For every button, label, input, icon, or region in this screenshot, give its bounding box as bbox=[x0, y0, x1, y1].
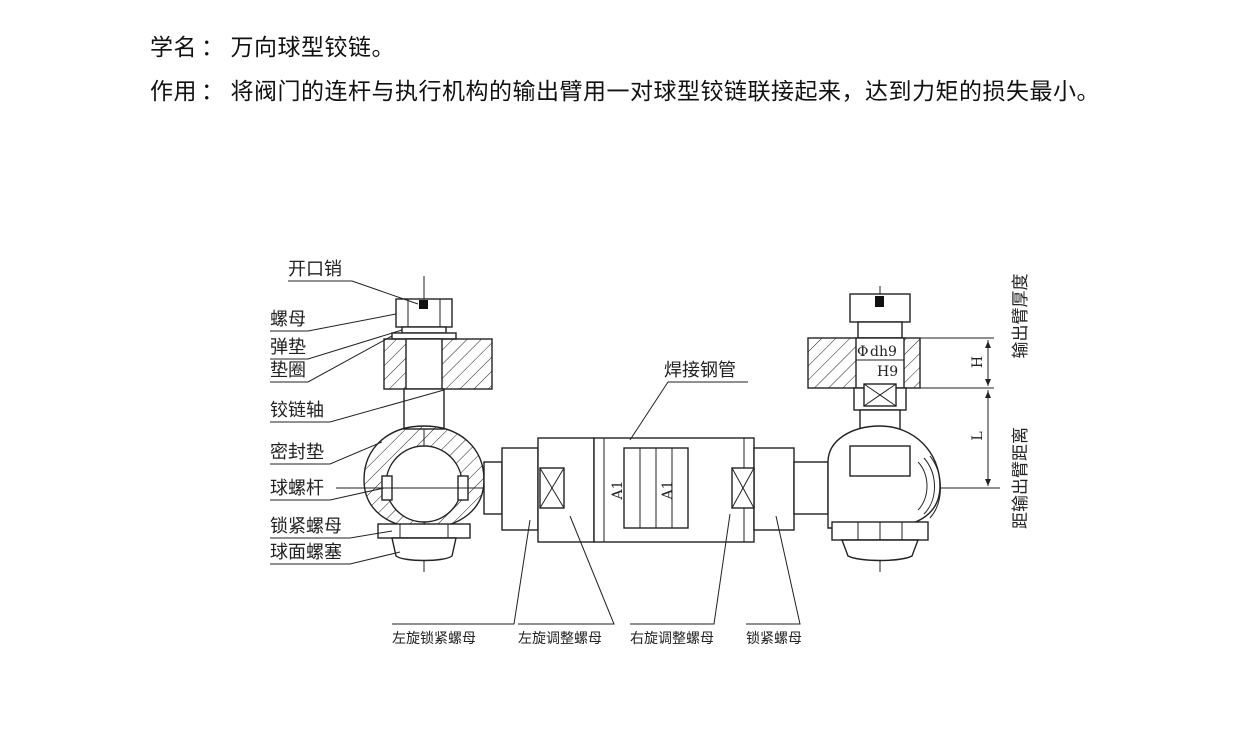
label-spring-washer: 弹垫 bbox=[270, 337, 306, 358]
left-shaft-in-arm bbox=[405, 338, 443, 390]
label-ball-screw: 球螺杆 bbox=[270, 478, 324, 499]
label-lock-nut: 锁紧螺母 bbox=[270, 516, 342, 537]
dimensions: H L 输出臂厚度 距输出臂距离 bbox=[920, 274, 1031, 529]
dim-dh9: dh9 bbox=[870, 344, 897, 360]
left-labels: 开口销 螺母 弹垫 垫圈 铰链轴 密封垫 球螺杆 锁紧螺母 球面螺塞 bbox=[270, 259, 445, 565]
name-label: 学名 bbox=[150, 35, 197, 61]
label-right-adjust-nut: 右旋调整螺母 bbox=[630, 631, 714, 647]
name-value: 万向球型铰链。 bbox=[230, 35, 395, 61]
connecting-rod: A1 A1 bbox=[483, 437, 829, 543]
right-washer bbox=[857, 321, 903, 339]
left-neck bbox=[483, 461, 503, 515]
right-ball-plug bbox=[840, 539, 920, 562]
left-ball-plug bbox=[391, 537, 457, 562]
label-welded-pipe: 焊接钢管 bbox=[664, 360, 736, 381]
right-bore bbox=[855, 337, 905, 389]
left-hinge-shaft bbox=[403, 388, 445, 430]
use-separator: ： bbox=[201, 79, 225, 105]
right-castle-nut bbox=[849, 293, 911, 323]
left-ball bbox=[385, 445, 463, 523]
arm-distance-label: 距输出臂距离 bbox=[1011, 427, 1031, 529]
dim-h: H bbox=[970, 356, 986, 368]
label-left-lock-nut: 左旋锁紧螺母 bbox=[392, 631, 476, 647]
right-adjust-nut-body bbox=[753, 447, 795, 531]
right-ball-joint: Φ dh9 H9 bbox=[807, 286, 941, 572]
right-lock-nut-body bbox=[793, 461, 829, 515]
left-lock-nut-body bbox=[501, 447, 539, 531]
label-hinge-shaft: 铰链轴 bbox=[270, 400, 324, 421]
dim-phi: Φ bbox=[857, 344, 868, 360]
use-value: 将阀门的连杆与执行机构的输出臂用一对球型铰链联接起来，达到力矩的损失最小。 bbox=[230, 79, 1100, 105]
label-left-adjust-nut: 左旋调整螺母 bbox=[518, 631, 602, 647]
dim-l: L bbox=[970, 431, 986, 440]
label-cotter-pin: 开口销 bbox=[288, 259, 342, 280]
dim-h9: H9 bbox=[877, 364, 898, 380]
right-socket-housing bbox=[827, 425, 941, 529]
arm-thickness-label: 输出臂厚度 bbox=[1011, 274, 1031, 359]
label-nut: 螺母 bbox=[270, 309, 306, 330]
label-lock-nut-bottom: 锁紧螺母 bbox=[746, 631, 802, 647]
use-label: 作用 bbox=[150, 79, 197, 105]
left-cotter-pin-mark bbox=[419, 300, 428, 309]
label-ball-plug: 球面螺塞 bbox=[270, 542, 342, 563]
intro-line-use: 作用：将阀门的连杆与执行机构的输出臂用一对球型铰链联接起来，达到力矩的损失最小。 bbox=[150, 72, 1100, 106]
label-seal-gasket: 密封垫 bbox=[270, 442, 324, 463]
right-seal bbox=[849, 445, 911, 477]
left-washer bbox=[391, 332, 457, 340]
intro-line-name: 学名：万向球型铰链。 bbox=[150, 28, 395, 62]
right-cotter-pin-mark bbox=[875, 296, 884, 307]
dim-a1-left: A1 bbox=[610, 480, 626, 500]
dim-a1-right: A1 bbox=[660, 480, 676, 500]
left-spring-washer bbox=[401, 326, 447, 334]
label-washer: 垫圈 bbox=[270, 360, 306, 381]
name-separator: ： bbox=[201, 35, 225, 61]
rod-labels: 焊接钢管 左旋锁紧螺母 左旋调整螺母 右旋调整螺母 锁紧螺母 bbox=[392, 360, 802, 647]
left-ball-joint bbox=[363, 276, 493, 572]
